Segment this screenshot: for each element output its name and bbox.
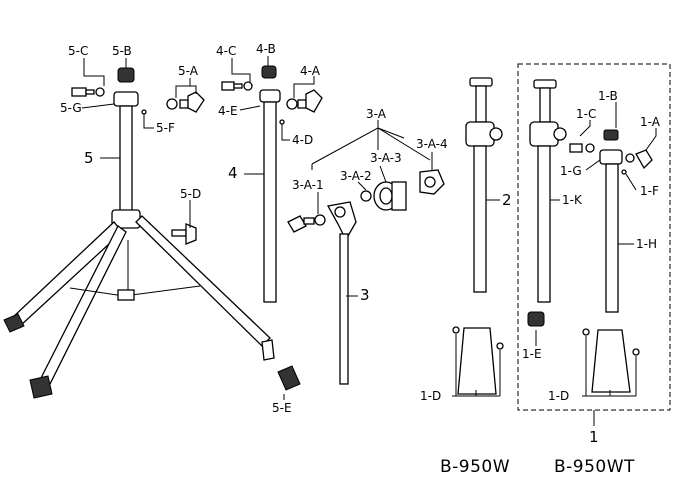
part-5e-foot xyxy=(277,365,301,391)
part-5c-bolt xyxy=(71,87,105,97)
label-2: 2 xyxy=(502,191,512,209)
base-b950w xyxy=(452,326,504,395)
label-1b: 1-B xyxy=(598,89,618,103)
stand-5 xyxy=(3,67,301,399)
part-5-foot-front xyxy=(29,375,53,399)
label-4d: 4-D xyxy=(292,133,313,147)
part-1f-pin xyxy=(621,169,627,175)
part-3-rod xyxy=(339,233,349,385)
part-5a-wingscrew xyxy=(166,91,205,113)
part-1k-knob xyxy=(553,127,567,141)
label-4a: 4-A xyxy=(300,64,321,78)
part-1e-knob xyxy=(527,311,545,327)
model-b950wt: B-950WT xyxy=(554,457,635,477)
label-5e: 5-E xyxy=(272,401,292,415)
part-5g-clamp xyxy=(113,91,139,107)
labels: 5-C 5-B 5-A 5-G 5-F 5 5-D 5-E 4-C 4-B 4-… xyxy=(60,42,661,477)
part-2 xyxy=(465,77,503,293)
part-3-arm-hole xyxy=(334,206,346,218)
part-5-leg-right xyxy=(135,215,271,347)
label-5d: 5-D xyxy=(180,187,201,201)
part-1a-wingscrew xyxy=(625,149,653,170)
part-4a-wingscrew xyxy=(286,89,323,113)
label-1h: 1-H xyxy=(636,237,657,251)
part-1d-base-left xyxy=(457,327,497,395)
part-1h-tube xyxy=(605,163,619,313)
stand-4 xyxy=(221,65,323,303)
label-3a2: 3-A-2 xyxy=(340,169,372,183)
label-3a: 3-A xyxy=(366,107,387,121)
part-5-brace-block xyxy=(117,289,135,301)
part-3a3-drum xyxy=(373,181,407,211)
label-1a: 1-A xyxy=(640,115,661,129)
part-4b-cap xyxy=(261,65,277,79)
label-3a3: 3-A-3 xyxy=(370,151,402,165)
part-3 xyxy=(287,169,445,385)
label-1: 1 xyxy=(589,428,599,446)
part-5d-wingbolt xyxy=(171,223,197,245)
label-4c: 4-C xyxy=(216,44,236,58)
part-1g-clamp xyxy=(599,149,623,165)
label-1e: 1-E xyxy=(522,347,542,361)
leader-1d-left xyxy=(452,334,501,397)
label-5a: 5-A xyxy=(178,64,199,78)
part-3a2-washer xyxy=(360,190,372,202)
part-2-top xyxy=(469,77,493,87)
label-1d-left: 1-D xyxy=(420,389,441,403)
label-5g: 5-G xyxy=(60,101,82,115)
part-2-tube xyxy=(473,145,487,293)
leaders-5 xyxy=(81,58,285,400)
part-1 xyxy=(527,79,653,393)
part-5-leg-front xyxy=(39,225,127,385)
part-5-tube xyxy=(119,105,133,217)
label-1f: 1-F xyxy=(640,184,659,198)
part-5f-pin xyxy=(141,109,147,115)
part-4c-bolt xyxy=(221,81,253,91)
part-1b-cap xyxy=(603,129,619,141)
label-3a1: 3-A-1 xyxy=(292,178,324,192)
leaders-4 xyxy=(231,56,315,175)
label-5: 5 xyxy=(84,149,94,167)
model-b950w: B-950W xyxy=(440,457,510,477)
label-1k: 1-K xyxy=(562,193,583,207)
label-1c: 1-C xyxy=(576,107,596,121)
b950wt-box xyxy=(517,63,671,411)
label-3: 3 xyxy=(360,286,370,304)
part-3a4-clamp xyxy=(419,169,445,195)
label-4b: 4-B xyxy=(256,42,276,56)
part-4d-pin xyxy=(279,119,285,125)
part-4e-clamp xyxy=(259,89,281,103)
label-5f: 5-F xyxy=(156,121,175,135)
part-1k-top xyxy=(533,79,557,89)
label-4e: 4-E xyxy=(218,104,238,118)
part-2-knob xyxy=(489,127,503,141)
label-3a4: 3-A-4 xyxy=(416,137,448,151)
part-5-foot-left xyxy=(3,313,25,333)
label-5b: 5-B xyxy=(112,44,132,58)
label-1g: 1-G xyxy=(560,164,582,178)
part-5-foot-right xyxy=(261,339,275,361)
part-1c-bolt xyxy=(569,143,595,153)
label-1d-right: 1-D xyxy=(548,389,569,403)
part-1k-tube xyxy=(537,145,551,303)
part-4-tube xyxy=(263,101,277,303)
part-5b-cap xyxy=(117,67,135,83)
leaders-3 xyxy=(311,120,433,297)
part-1d-base-right xyxy=(591,329,631,393)
label-5c: 5-C xyxy=(68,44,88,58)
part-1k-upper xyxy=(539,87,551,123)
part-2-upper-tube xyxy=(475,85,487,123)
leaders-1 xyxy=(535,102,657,426)
label-4: 4 xyxy=(228,164,238,182)
part-3a1-screw xyxy=(287,214,326,233)
